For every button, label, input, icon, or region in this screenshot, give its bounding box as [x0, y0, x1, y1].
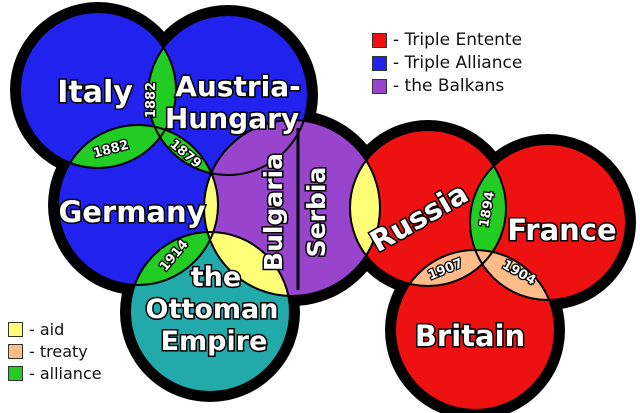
legend-item-balkans: - the Balkans	[372, 76, 522, 96]
germany-label: Germany	[58, 195, 205, 229]
ottoman-label-line1: the	[191, 262, 241, 293]
legend-item-triple-entente: - Triple Entente	[372, 30, 522, 50]
bond-legend: - aid - treaty - alliance	[8, 320, 102, 383]
legend-item-alliance: - alliance	[8, 364, 102, 383]
bloc-legend: - Triple Entente - Triple Alliance - the…	[372, 30, 522, 96]
triple-entente-swatch	[372, 32, 387, 48]
serbia-label: Serbia	[302, 167, 331, 258]
legend-item-aid: - aid	[8, 320, 102, 339]
italy-label: Italy	[57, 75, 133, 110]
france-label: France	[507, 213, 616, 247]
austria-hungary-label-line1: Austria-	[175, 70, 301, 103]
legend-label: - aid	[29, 320, 65, 339]
legend-label: - alliance	[29, 364, 102, 383]
alliance-swatch	[8, 366, 23, 381]
ottoman-label-line3: Empire	[161, 326, 268, 357]
legend-label: - Triple Entente	[393, 30, 523, 50]
italy-austria-year: 1882	[144, 82, 159, 118]
legend-label: - Triple Alliance	[393, 53, 523, 73]
triple-alliance-swatch	[372, 55, 387, 71]
legend-item-triple-alliance: - Triple Alliance	[372, 53, 522, 73]
bulgaria-label: Bulgaria	[259, 153, 288, 271]
britain-label: Britain	[415, 319, 525, 353]
legend-label: - treaty	[29, 342, 88, 361]
legend-item-treaty: - treaty	[8, 342, 102, 361]
treaty-swatch	[8, 344, 23, 359]
aid-swatch	[8, 322, 23, 337]
legend-label: - the Balkans	[393, 76, 505, 96]
ottoman-label-line2: Ottoman	[146, 294, 279, 325]
balkans-swatch	[372, 78, 387, 94]
austria-hungary-label-line2: Hungary	[165, 102, 299, 135]
